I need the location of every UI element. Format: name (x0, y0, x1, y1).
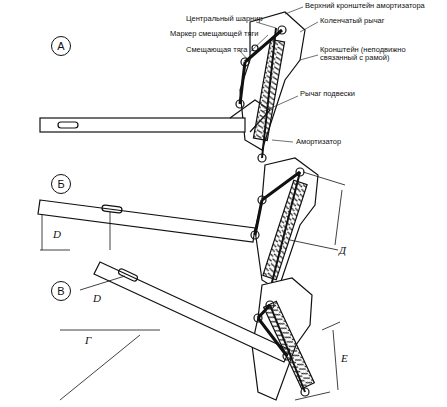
part-label: Амортизатор (296, 138, 341, 146)
part-label: Центральный шарнир (186, 15, 263, 23)
dimension-letter: Д (338, 244, 347, 256)
part-label: Маркер смещающей тяги (170, 30, 258, 38)
state-letter-circle: А (51, 36, 71, 56)
state-a (40, 12, 305, 162)
dimension-letter: D (92, 292, 102, 304)
state-c (60, 262, 340, 400)
part-label: Коленчатый рычаг (320, 17, 384, 25)
state-letter-circle: Б (51, 174, 71, 194)
dimension-letter: D (52, 228, 62, 240)
state-letter: Б (57, 178, 64, 190)
dimension-letter: Е (340, 352, 349, 364)
part-label: Смещающая тяга (186, 46, 247, 54)
leader-lines (240, 7, 318, 142)
state-letter: В (57, 285, 64, 297)
state-b (38, 158, 345, 294)
part-label: Кронштейн (неподвижно связанный с рамой) (320, 46, 432, 63)
state-letter-circle: В (51, 281, 71, 301)
part-label: Рычаг подвески (300, 90, 355, 98)
part-label: Верхний кронштейн амортизатора (305, 2, 425, 10)
state-letter: А (57, 40, 64, 52)
dimension-letter: Г (84, 334, 92, 346)
